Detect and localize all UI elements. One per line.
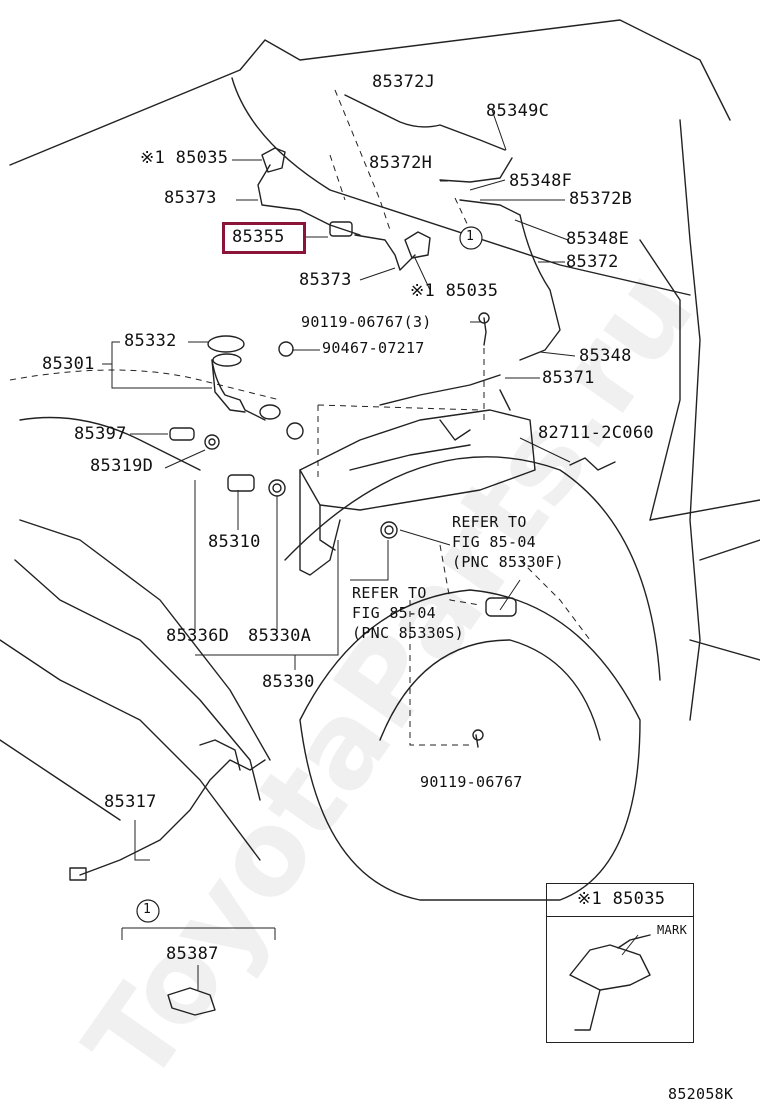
clip-90467: [278, 341, 294, 357]
nozzle-85035-top: [261, 147, 286, 173]
hose-85372: [519, 214, 561, 361]
label-85035-top[interactable]: ※1 85035: [140, 148, 229, 168]
label-85355[interactable]: 85355: [232, 227, 285, 247]
inset-mark-label: MARK: [657, 923, 688, 937]
label-85310[interactable]: 85310: [208, 532, 261, 552]
inset-85035-mark: ※1 85035 MARK: [546, 883, 694, 1043]
hose-85372H: [439, 157, 513, 183]
hose-85373-top: [257, 164, 361, 236]
inset-divider: [547, 916, 693, 917]
label-85373-mid[interactable]: 85373: [299, 270, 352, 290]
hood-outline: [9, 19, 731, 166]
label-90119-06767[interactable]: 90119-06767: [420, 773, 523, 791]
callout-circle-top: [459, 226, 483, 250]
refer-note-85330S-line3[interactable]: (PNC 85330S): [352, 624, 464, 642]
label-82711-2C060[interactable]: 82711-2C060: [538, 423, 654, 443]
hose-85372B: [459, 199, 521, 216]
label-90119-06767-3[interactable]: 90119-06767(3): [301, 313, 432, 331]
filler-cap-85332: [207, 335, 245, 353]
label-85035-mid[interactable]: ※1 85035: [410, 281, 499, 301]
refer-note-85330S-line1: REFER TO: [352, 584, 427, 602]
hose-85373-mid: [354, 234, 416, 271]
label-90467-07217[interactable]: 90467-07217: [322, 339, 425, 357]
label-85319D[interactable]: 85319D: [90, 456, 154, 476]
label-85372J[interactable]: 85372J: [372, 72, 436, 92]
refer-note-85330F-line3[interactable]: (PNC 85330F): [452, 553, 564, 571]
refer-note-85330F-line2: FIG 85-04: [452, 533, 536, 551]
inset-title[interactable]: ※1 85035: [577, 889, 666, 909]
washer-tank: [299, 409, 536, 511]
lower-body: [0, 639, 261, 861]
harness-85317: [79, 759, 266, 876]
label-85301[interactable]: 85301: [42, 354, 95, 374]
wheel-inner: [379, 639, 601, 741]
wheel-outer: [299, 589, 641, 901]
label-85397[interactable]: 85397: [74, 424, 127, 444]
label-85372B[interactable]: 85372B: [569, 189, 633, 209]
refer-note-85330F-line1: REFER TO: [452, 513, 527, 531]
hood-front-edge: [231, 77, 691, 296]
bracket-82711: [569, 457, 616, 471]
label-85348F[interactable]: 85348F: [509, 171, 573, 191]
label-85317[interactable]: 85317: [104, 792, 157, 812]
fender-right: [639, 239, 681, 521]
label-85372[interactable]: 85372: [566, 252, 619, 272]
grommet-85319D: [204, 434, 220, 450]
wheel-arch: [284, 456, 661, 681]
callout-1-top: 1: [466, 229, 475, 244]
label-85336D[interactable]: 85336D: [166, 626, 230, 646]
label-85387[interactable]: 85387: [166, 944, 219, 964]
bumper-line: [19, 416, 201, 471]
hose-85371: [379, 374, 501, 406]
nozzle-85035-mid: [404, 231, 431, 259]
label-85330A[interactable]: 85330A: [248, 626, 312, 646]
label-85330[interactable]: 85330: [262, 672, 315, 692]
hose-85372J: [344, 94, 506, 151]
highlight-box-85355: [222, 222, 306, 254]
label-85332[interactable]: 85332: [124, 331, 177, 351]
clip-85387: [167, 987, 216, 1016]
grommet-85330A: [268, 479, 286, 497]
label-85348E[interactable]: 85348E: [566, 229, 630, 249]
label-85372H[interactable]: 85372H: [369, 153, 433, 173]
front-panel: [19, 519, 271, 761]
fender-line: [679, 119, 701, 721]
callout-circle-bottom: [136, 899, 160, 923]
label-85349C[interactable]: 85349C: [486, 101, 550, 121]
label-85348[interactable]: 85348: [579, 346, 632, 366]
drawing-code: 852058K: [668, 1085, 734, 1103]
refer-note-85330S-line2: FIG 85-04: [352, 604, 436, 622]
label-85371[interactable]: 85371: [542, 368, 595, 388]
connector-85355-part: [329, 221, 353, 237]
callout-1-bottom: 1: [143, 902, 152, 917]
label-85373-top[interactable]: 85373: [164, 188, 217, 208]
bolt-90119-lower: [475, 734, 479, 748]
headlamp-outline: [14, 559, 261, 801]
